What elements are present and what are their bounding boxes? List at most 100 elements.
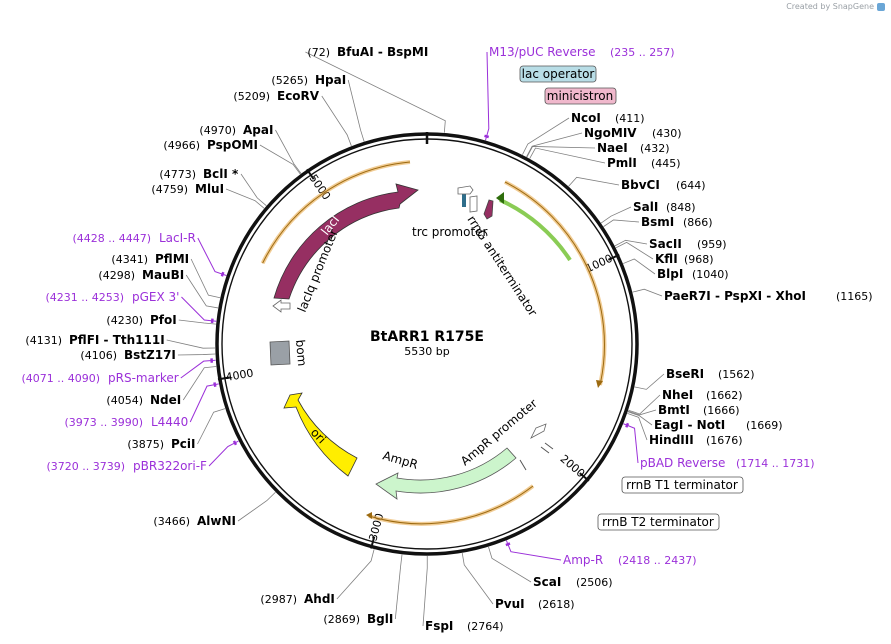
primer[interactable]: pBAD Reverse(1714 .. 1731): [640, 456, 815, 470]
orf-arc-right-core: [504, 181, 605, 386]
feature-label-ampr: AmpR: [381, 448, 419, 471]
leader-line: [632, 288, 663, 297]
enzyme-name: EagI - NotI: [654, 418, 725, 432]
enzyme-site[interactable]: BseRI(1562): [666, 367, 755, 381]
enzyme-site[interactable]: FspI(2764): [425, 619, 504, 633]
boxed-label-rrnb-t1[interactable]: rrnB T1 terminator: [621, 476, 744, 494]
enzyme-name: NaeI: [597, 141, 628, 155]
leader-line: [189, 383, 219, 423]
primer-name: M13/pUC Reverse: [489, 45, 596, 59]
enzyme-site[interactable]: (3875)PciI: [127, 437, 195, 451]
enzyme-site[interactable]: (4970)ApaI: [199, 123, 273, 137]
orf-arc-bottom-arrowhead: [366, 512, 372, 519]
enzyme-site[interactable]: (4341)PflMI: [111, 252, 189, 266]
enzyme-site[interactable]: PvuI(2618): [495, 597, 575, 611]
boxed-label-minicistron[interactable]: minicistron: [544, 87, 617, 105]
enzyme-site[interactable]: PmlI(445): [607, 156, 681, 170]
enzyme-name: HindIII: [649, 433, 694, 447]
primer[interactable]: (3720 .. 3739)pBR322ori-F: [46, 459, 207, 473]
enzyme-position: (4341): [111, 253, 148, 266]
enzyme-site[interactable]: HindIII(1676): [649, 433, 743, 447]
enzyme-site[interactable]: ScaI(2506): [533, 575, 613, 589]
primer[interactable]: (4428 .. 4447)LacI-R: [72, 231, 195, 245]
enzyme-site[interactable]: (72)BfuAI - BspMI: [307, 45, 428, 59]
enzyme-site[interactable]: (2987)AhdI: [260, 592, 334, 606]
enzyme-site[interactable]: (4759)MluI: [151, 182, 224, 196]
enzyme-site[interactable]: (4131)PflFI - Tth111I: [25, 333, 164, 347]
enzyme-site[interactable]: (4054)NdeI: [106, 393, 181, 407]
enzyme-site[interactable]: NaeI(432): [597, 141, 670, 155]
enzyme-name: BstZ17I: [124, 348, 176, 362]
primer-mark: [484, 134, 490, 139]
primer-mark: [625, 422, 630, 428]
leader-line: [181, 296, 217, 322]
leader-line: [505, 540, 562, 561]
enzyme-position: (430): [652, 127, 682, 140]
snapgene-logo-icon: [877, 2, 885, 11]
enzyme-name: FspI: [425, 619, 453, 633]
leader-line: [622, 258, 656, 275]
enzyme-name: BbvCI: [621, 178, 660, 192]
enzyme-site[interactable]: BmtI(1666): [658, 403, 740, 417]
enzyme-name: AhdI: [304, 592, 335, 606]
enzyme-site[interactable]: (5209)EcoRV: [233, 89, 319, 103]
enzyme-site[interactable]: (4298)MauBI: [98, 268, 184, 282]
enzyme-site[interactable]: BsmI(866): [641, 215, 713, 229]
primer[interactable]: (4071 .. 4090) pRS-marker: [21, 371, 178, 385]
primer-range: (235 .. 257): [610, 46, 675, 59]
enzyme-site[interactable]: NcoI(411): [571, 111, 645, 125]
leader-line: [321, 95, 352, 147]
primer-range: (3720 .. 3739): [46, 460, 125, 473]
enzyme-site[interactable]: PaeR7I - PspXI - XhoI(1165): [664, 289, 873, 303]
label-box: [544, 87, 617, 105]
enzyme-name: ApaI: [243, 123, 273, 137]
orf-arc-right-arrowhead: [596, 380, 603, 388]
feature-label-rrng-antiterminator: rrnG antiterminator: [464, 213, 539, 319]
enzyme-name: BsmI: [641, 215, 674, 229]
enzyme-site[interactable]: (4966)PspOMI: [163, 138, 258, 152]
lac-operator-mark: [462, 193, 466, 207]
primer[interactable]: M13/pUC Reverse (235 .. 257): [489, 45, 675, 59]
enzyme-site[interactable]: (5265)HpaI: [271, 73, 346, 87]
boxed-label-rrnb-t2[interactable]: rrnB T2 terminator: [597, 513, 720, 531]
enzyme-site[interactable]: NgoMIV (430): [584, 126, 682, 140]
enzyme-site[interactable]: KflI(968): [655, 252, 714, 266]
leader-line: [237, 491, 276, 522]
enzyme-position: (445): [651, 157, 681, 170]
primer[interactable]: (3973 .. 3990)L4440: [64, 415, 188, 429]
enzyme-position: (4230): [106, 314, 143, 327]
enzyme-name: SacII: [649, 237, 682, 251]
enzyme-site[interactable]: SacII(959): [649, 237, 727, 251]
enzyme-position: (3875): [127, 438, 164, 451]
boxed-label-lac-operator[interactable]: lac operator: [519, 65, 597, 83]
enzyme-site[interactable]: BbvCI (644): [621, 178, 706, 192]
enzyme-position: (5209): [233, 90, 270, 103]
enzyme-site[interactable]: (4230)PfoI: [106, 313, 176, 327]
enzyme-site[interactable]: BlpI(1040): [657, 267, 729, 281]
leader-line: [614, 239, 648, 247]
enzyme-name: NgoMIV: [584, 126, 637, 140]
orf-arc-bottom-core: [368, 485, 534, 525]
enzyme-name: AlwNI: [197, 514, 236, 528]
leader-line: [485, 51, 490, 141]
enzyme-site[interactable]: NheI(1662): [662, 388, 743, 402]
enzyme-position: (644): [676, 179, 706, 192]
enzyme-sites: (72)BfuAI - BspMI (5265)HpaI (5209)EcoRV…: [25, 45, 872, 633]
plasmid-size: 5530 bp: [404, 345, 449, 358]
trc-promoter-arrow: [457, 185, 474, 195]
enzyme-site[interactable]: (4773)BclI *: [159, 167, 239, 181]
enzyme-name: NheI: [662, 388, 693, 402]
enzyme-position: (4759): [151, 183, 188, 196]
enzyme-site[interactable]: SalI(848): [633, 200, 696, 214]
leader-line: [259, 144, 301, 175]
leader-line: [190, 258, 221, 299]
primer-name: pRS-marker: [108, 371, 179, 385]
enzyme-site[interactable]: EagI - NotI(1669): [654, 418, 783, 432]
ampr-promoter-arrow: [530, 423, 547, 439]
enzyme-site[interactable]: (3466)AlwNI: [153, 514, 236, 528]
primer[interactable]: Amp-R(2418 .. 2437): [563, 553, 697, 567]
primer-range: (4071 .. 4090): [21, 372, 100, 385]
enzyme-site[interactable]: (2869)BglI: [323, 612, 393, 626]
enzyme-site[interactable]: (4106)BstZ17I: [80, 348, 175, 362]
primer[interactable]: (4231 .. 4253)pGEX 3': [45, 290, 179, 304]
